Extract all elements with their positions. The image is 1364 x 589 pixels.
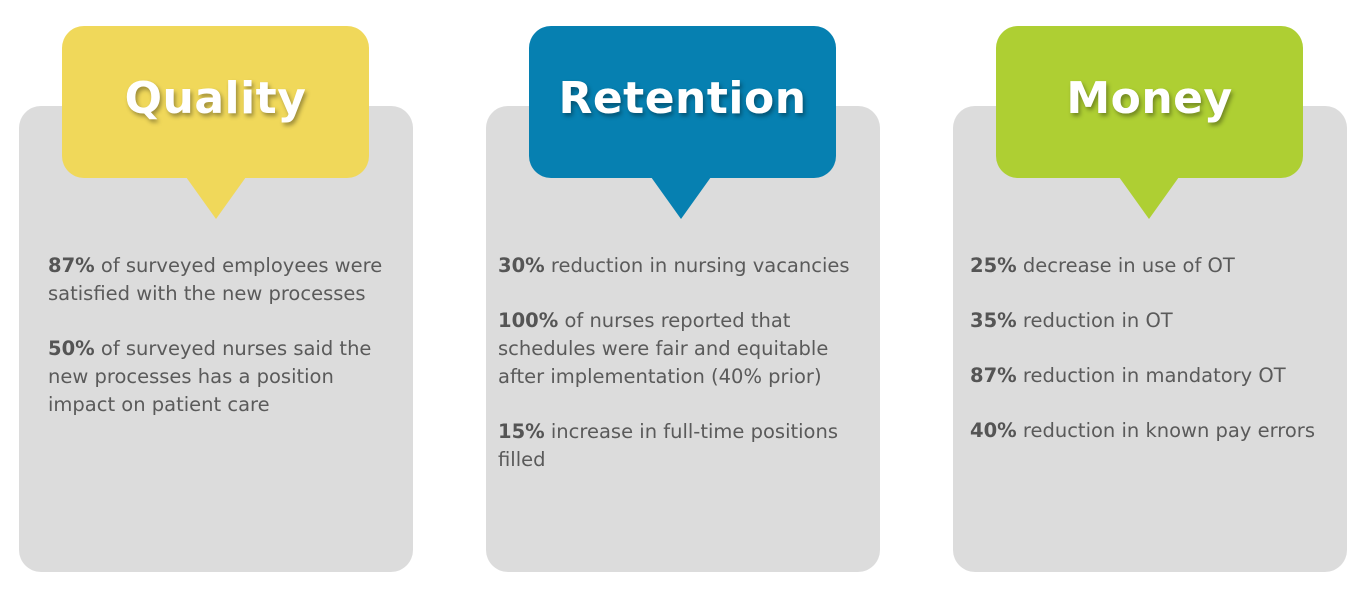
- quality-point-2: 50% of surveyed nurses said the new proc…: [48, 335, 405, 419]
- speech-bubble-tail: [651, 177, 711, 219]
- quality-title: Quality: [124, 72, 307, 124]
- point-stat: 15%: [498, 420, 545, 443]
- point-text: increase in full-time positions filled: [498, 420, 838, 471]
- point-stat: 100%: [498, 309, 559, 332]
- point-stat: 87%: [970, 364, 1017, 387]
- point-stat: 87%: [48, 254, 95, 277]
- speech-bubble-tail: [1119, 177, 1179, 219]
- money-speech-bubble: Money: [996, 26, 1303, 219]
- retention-points: 30% reduction in nursing vacancies 100% …: [498, 252, 872, 501]
- retention-title: Retention: [558, 72, 807, 124]
- point-stat: 25%: [970, 254, 1017, 277]
- point-stat: 30%: [498, 254, 545, 277]
- speech-bubble-tail: [186, 177, 246, 219]
- point-text: reduction in mandatory OT: [1016, 364, 1286, 387]
- retention-point-3: 15% increase in full-time positions fill…: [498, 418, 872, 474]
- point-text: reduction in known pay errors: [1016, 419, 1315, 442]
- money-point-2: 35% reduction in OT: [970, 307, 1339, 335]
- retention-card: 30% reduction in nursing vacancies 100% …: [486, 106, 880, 572]
- money-point-4: 40% reduction in known pay errors: [970, 417, 1339, 445]
- point-stat: 40%: [970, 419, 1017, 442]
- money-card: 25% decrease in use of OT 35% reduction …: [953, 106, 1347, 572]
- point-text: reduction in nursing vacancies: [544, 254, 850, 277]
- quality-points: 87% of surveyed employees were satisfied…: [48, 252, 405, 446]
- point-stat: 35%: [970, 309, 1017, 332]
- point-text: decrease in use of OT: [1016, 254, 1235, 277]
- retention-point-2: 100% of nurses reported that schedules w…: [498, 307, 872, 391]
- money-title: Money: [1066, 72, 1233, 124]
- money-points: 25% decrease in use of OT 35% reduction …: [970, 252, 1339, 472]
- quality-speech-bubble: Quality: [62, 26, 369, 219]
- quality-point-1: 87% of surveyed employees were satisfied…: [48, 252, 405, 308]
- retention-point-1: 30% reduction in nursing vacancies: [498, 252, 872, 280]
- point-stat: 50%: [48, 337, 95, 360]
- money-point-3: 87% reduction in mandatory OT: [970, 362, 1339, 390]
- point-text: of surveyed employees were satisfied wit…: [48, 254, 383, 305]
- point-text: of nurses reported that schedules were f…: [498, 309, 829, 388]
- point-text: reduction in OT: [1016, 309, 1173, 332]
- point-text: of surveyed nurses said the new processe…: [48, 337, 372, 416]
- money-point-1: 25% decrease in use of OT: [970, 252, 1339, 280]
- retention-speech-bubble: Retention: [529, 26, 836, 219]
